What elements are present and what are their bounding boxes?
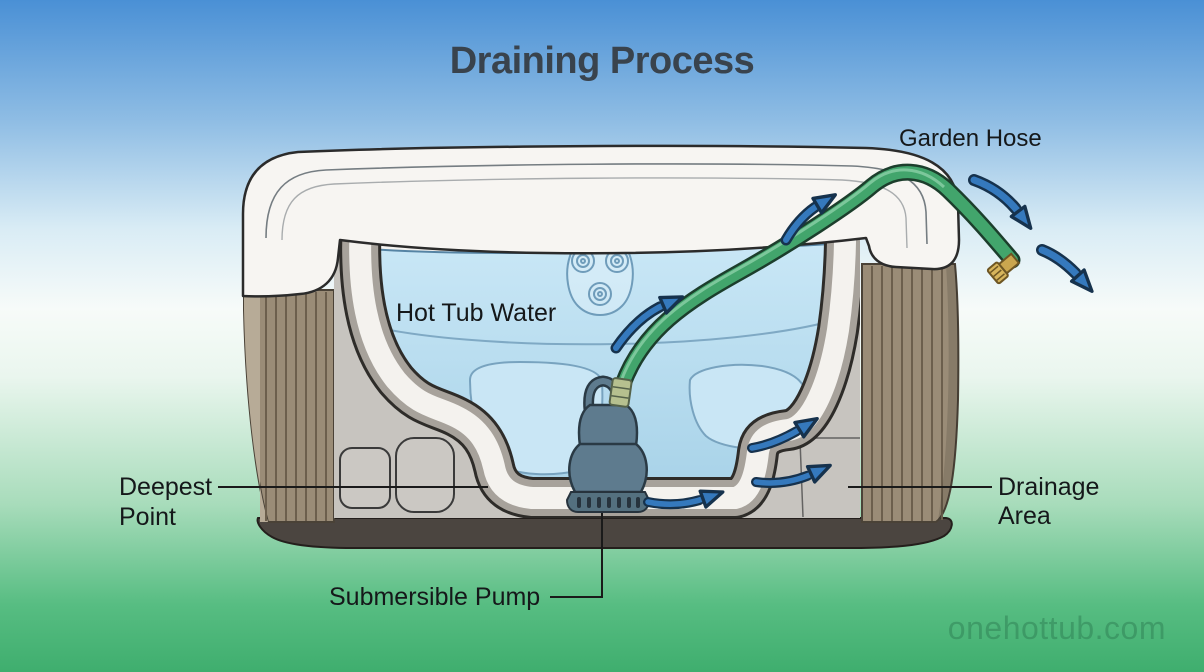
- flow-arrow-drainage-right: [751, 463, 832, 488]
- flow-arrow-drainage-up: [747, 416, 819, 453]
- diagram-title: Draining Process: [449, 40, 755, 82]
- watermark: onehottub.com: [947, 610, 1166, 646]
- hose-coupling: [608, 377, 633, 408]
- tub-base: [256, 517, 953, 549]
- leader-submersible-pump: [550, 513, 603, 598]
- flow-arrow-outside-bottom: [1036, 244, 1094, 293]
- flow-arrow-floor: [643, 489, 725, 510]
- label-submersible-pump: Submersible Pump: [329, 583, 541, 611]
- label-hot-tub-water: Hot Tub Water: [396, 299, 557, 327]
- cabinet-right: [861, 263, 960, 523]
- equipment-boxes: [339, 437, 455, 513]
- leader-lines: [218, 486, 992, 598]
- flow-arrow-water-upper: [780, 193, 837, 246]
- flow-arrow-water-lower: [610, 295, 685, 354]
- label-deepest-point: Deepest Point: [119, 473, 213, 531]
- label-garden-hose: Garden Hose: [899, 125, 1042, 152]
- cabinet-left: [243, 289, 335, 523]
- label-drainage-area: Drainage Area: [998, 473, 1100, 530]
- flow-arrows: [610, 174, 1094, 510]
- pump-bell: [568, 442, 648, 494]
- hose-brass-fitting: [986, 252, 1021, 285]
- pump-body: [577, 403, 639, 448]
- flow-arrow-outside-top: [968, 174, 1033, 230]
